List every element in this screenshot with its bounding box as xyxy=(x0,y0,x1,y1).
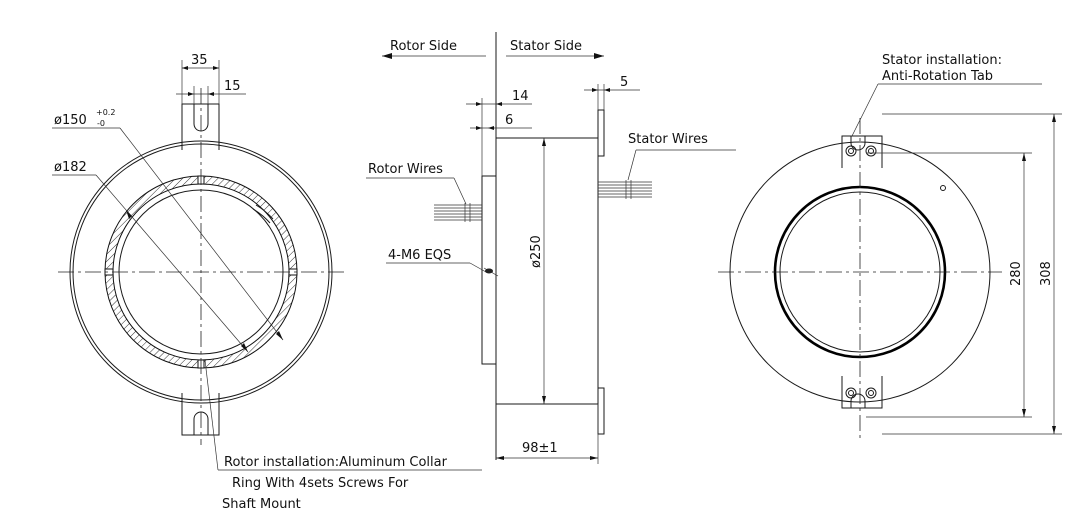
screw-label: 4-M6 EQS xyxy=(388,248,451,263)
stator-install-line2: Anti-Rotation Tab xyxy=(882,69,993,84)
dim-280-label: 280 xyxy=(1009,261,1024,286)
dim-35-label: 35 xyxy=(191,53,208,68)
dim-flange-14: 14 xyxy=(466,89,532,176)
dim-308-label: 308 xyxy=(1039,261,1054,286)
stator-side-label: Stator Side xyxy=(510,39,582,54)
rotor-install-line1: Rotor installation:Aluminum Collar xyxy=(224,455,448,470)
rotor-install-line2: Ring With 4sets Screws For xyxy=(232,476,409,491)
rotor-wires-label: Rotor Wires xyxy=(368,162,443,177)
dim-bore-tol-lower: -0 xyxy=(97,119,105,128)
dim-bore-tol-upper: +0.2 xyxy=(96,108,115,117)
dim-308: 308 xyxy=(882,113,1062,435)
rotor-install-note: Rotor installation:Aluminum Collar Ring … xyxy=(204,359,482,512)
rotor-face-view: 35 15 ø150 +0.2 -0 ø182 xyxy=(52,53,482,512)
dim-5-label: 5 xyxy=(620,75,628,90)
slip-ring-body xyxy=(495,137,599,405)
stator-tab-bottom-face xyxy=(841,376,883,409)
rotor-side-arrow: Rotor Side xyxy=(382,39,486,59)
stator-install-note: Stator installation: Anti-Rotation Tab xyxy=(851,53,1042,137)
dim-slot-width: 15 xyxy=(176,79,246,104)
dim-length-label: 98±1 xyxy=(522,441,558,456)
dim-250-label: ø250 xyxy=(529,235,544,268)
stator-wires-label: Stator Wires xyxy=(628,132,708,147)
stator-tab-top-face xyxy=(841,135,883,168)
side-view: Rotor Side Stator Side Rotor Wires xyxy=(366,32,736,464)
dim-flange-6: 6 xyxy=(470,113,532,130)
rotor-wires: Rotor Wires xyxy=(366,162,482,222)
stator-face-view: Stator installation: Anti-Rotation Tab 2… xyxy=(718,53,1062,440)
stator-tab-top xyxy=(597,109,605,157)
dim-280: 280 xyxy=(866,152,1032,418)
dim-14-label: 14 xyxy=(512,89,529,104)
dim-15-label: 15 xyxy=(224,79,241,94)
dim-length: 98±1 xyxy=(496,404,599,464)
dim-tab-5: 5 xyxy=(584,75,640,110)
dim-182-label: ø182 xyxy=(54,160,87,175)
rotor-side-label: Rotor Side xyxy=(390,39,457,54)
top-tab xyxy=(181,103,220,150)
stator-install-line1: Stator installation: xyxy=(882,53,1002,68)
dim-body-250: ø250 xyxy=(529,138,546,404)
stator-tab-bottom xyxy=(597,387,605,435)
rotor-install-line3: Shaft Mount xyxy=(222,497,301,512)
dim-bore-diameter: ø150 +0.2 -0 xyxy=(52,108,284,341)
dim-tab-width: 35 xyxy=(181,53,220,104)
small-hole xyxy=(940,185,946,191)
screw-callout: 4-M6 EQS xyxy=(386,248,499,277)
dim-collar-diameter: ø182 xyxy=(52,160,249,353)
stator-side-arrow: Stator Side xyxy=(506,39,604,59)
stator-wires: Stator Wires xyxy=(598,132,736,199)
dim-6-label: 6 xyxy=(505,113,513,128)
dim-bore-label: ø150 xyxy=(54,113,87,128)
